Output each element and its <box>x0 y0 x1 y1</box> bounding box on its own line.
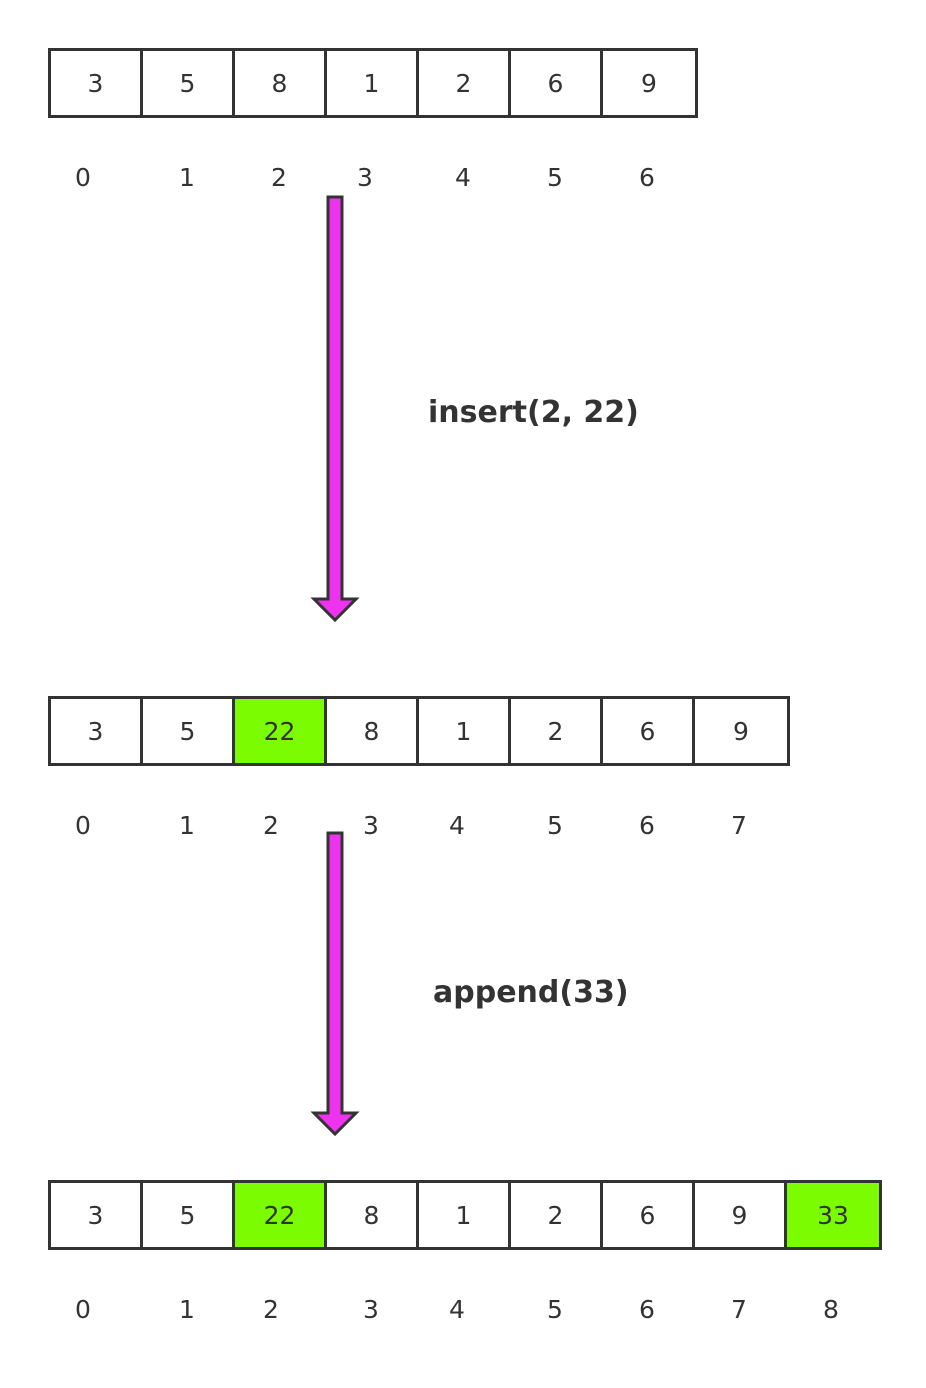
array-index: 4 <box>449 1295 465 1324</box>
array-index: 7 <box>731 1295 747 1324</box>
array-index: 0 <box>75 811 91 840</box>
array-cell-appended: 33 <box>787 1183 879 1247</box>
array-cell: 6 <box>603 1183 695 1247</box>
array-index: 6 <box>639 1295 655 1324</box>
array-cell: 8 <box>235 51 327 115</box>
array-index: 3 <box>363 1295 379 1324</box>
array-index: 4 <box>455 163 471 192</box>
array-after-insert: 3 5 22 8 1 2 6 9 <box>48 696 790 766</box>
array-cell: 6 <box>511 51 603 115</box>
array-index: 4 <box>449 811 465 840</box>
array-cell: 5 <box>143 1183 235 1247</box>
array-cell: 3 <box>51 51 143 115</box>
array-cell: 2 <box>511 699 603 763</box>
array-index: 2 <box>271 163 287 192</box>
array-index: 5 <box>547 1295 563 1324</box>
array-cell: 9 <box>603 51 695 115</box>
array-cell: 2 <box>511 1183 603 1247</box>
array-initial: 3 5 8 1 2 6 9 <box>48 48 698 118</box>
array-cell-inserted: 22 <box>235 699 327 763</box>
array-cell: 5 <box>143 51 235 115</box>
array-index: 3 <box>363 811 379 840</box>
array-index: 0 <box>75 1295 91 1324</box>
arrow-shape <box>310 195 360 623</box>
array-cell: 5 <box>143 699 235 763</box>
array-index: 8 <box>823 1295 839 1324</box>
array-index: 5 <box>547 163 563 192</box>
array-cell: 9 <box>695 699 787 763</box>
array-index: 2 <box>263 811 279 840</box>
array-index: 6 <box>639 163 655 192</box>
down-arrow-icon <box>310 195 360 623</box>
array-cell: 1 <box>327 51 419 115</box>
operation-label-insert: insert(2, 22) <box>428 395 639 430</box>
array-cell: 8 <box>327 699 419 763</box>
array-index: 5 <box>547 811 563 840</box>
array-index: 0 <box>75 163 91 192</box>
array-index: 1 <box>179 1295 195 1324</box>
array-index: 1 <box>179 811 195 840</box>
array-cell: 6 <box>603 699 695 763</box>
array-cell: 1 <box>419 1183 511 1247</box>
arrow-shape <box>310 831 360 1137</box>
array-cell-inserted: 22 <box>235 1183 327 1247</box>
array-cell: 8 <box>327 1183 419 1247</box>
array-index: 6 <box>639 811 655 840</box>
array-cell: 9 <box>695 1183 787 1247</box>
array-index: 7 <box>731 811 747 840</box>
array-cell: 3 <box>51 699 143 763</box>
array-index: 1 <box>179 163 195 192</box>
down-arrow-icon <box>310 831 360 1137</box>
array-after-append: 3 5 22 8 1 2 6 9 33 <box>48 1180 882 1250</box>
array-cell: 1 <box>419 699 511 763</box>
array-cell: 3 <box>51 1183 143 1247</box>
operation-label-append: append(33) <box>433 975 629 1010</box>
array-cell: 2 <box>419 51 511 115</box>
array-index: 2 <box>263 1295 279 1324</box>
array-index: 3 <box>357 163 373 192</box>
